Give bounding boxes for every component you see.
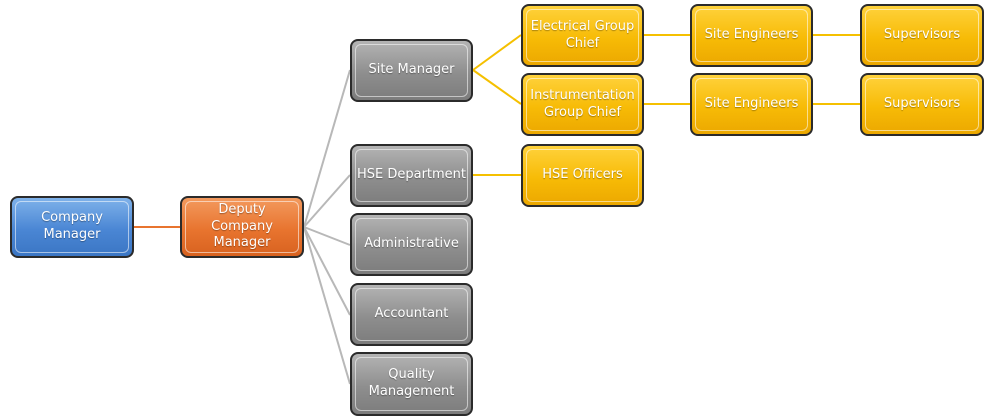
node-label: Company Manager	[41, 210, 103, 242]
node-hse-officers[interactable]: HSE Officers	[521, 144, 644, 207]
node-label: Electrical Group Chief	[530, 18, 635, 51]
node-label: Supervisors	[883, 27, 961, 43]
node-label: Deputy Company Manager	[211, 201, 273, 251]
node-quality-management[interactable]: Quality Management	[350, 352, 473, 416]
connector-deputy-quality	[303, 226, 351, 385]
node-site-engineers-1[interactable]: Site Engineers	[690, 4, 813, 67]
node-label: Instrumentation Group Chief	[530, 87, 635, 120]
node-label: Quality Management	[368, 367, 455, 399]
node-label: HSE Officers	[542, 167, 623, 183]
node-electrical-group-chief[interactable]: Electrical Group Chief	[521, 4, 644, 67]
connector-deputy-hse	[303, 174, 351, 228]
node-company-manager[interactable]: Company Manager	[10, 196, 134, 258]
node-site-engineers-2[interactable]: Site Engineers	[690, 73, 813, 136]
connector-deputy-accountant	[303, 226, 351, 316]
node-instrumentation-group-chief[interactable]: Instrumentation Group Chief	[521, 73, 644, 136]
node-label: Site Manager	[368, 62, 455, 78]
node-label: Site Engineers	[704, 27, 799, 43]
node-supervisors-1[interactable]: Supervisors	[860, 4, 984, 67]
connector-site-instrumentation	[472, 69, 522, 105]
node-site-manager[interactable]: Site Manager	[350, 39, 473, 102]
connector-site-electrical	[472, 34, 522, 71]
node-hse-department[interactable]: HSE Department	[350, 144, 473, 207]
node-accountant[interactable]: Accountant	[350, 283, 473, 346]
node-label: Accountant	[374, 306, 449, 322]
node-label: HSE Department	[356, 167, 467, 183]
node-administrative[interactable]: Administrative	[350, 213, 473, 276]
node-label: Administrative	[364, 236, 459, 252]
node-deputy-company-manager[interactable]: Deputy Company Manager	[180, 196, 304, 258]
node-supervisors-2[interactable]: Supervisors	[860, 73, 984, 136]
connector-deputy-site	[303, 69, 351, 228]
node-label: Supervisors	[883, 96, 961, 112]
node-label: Site Engineers	[704, 96, 799, 112]
connector-deputy-admin	[303, 226, 351, 246]
